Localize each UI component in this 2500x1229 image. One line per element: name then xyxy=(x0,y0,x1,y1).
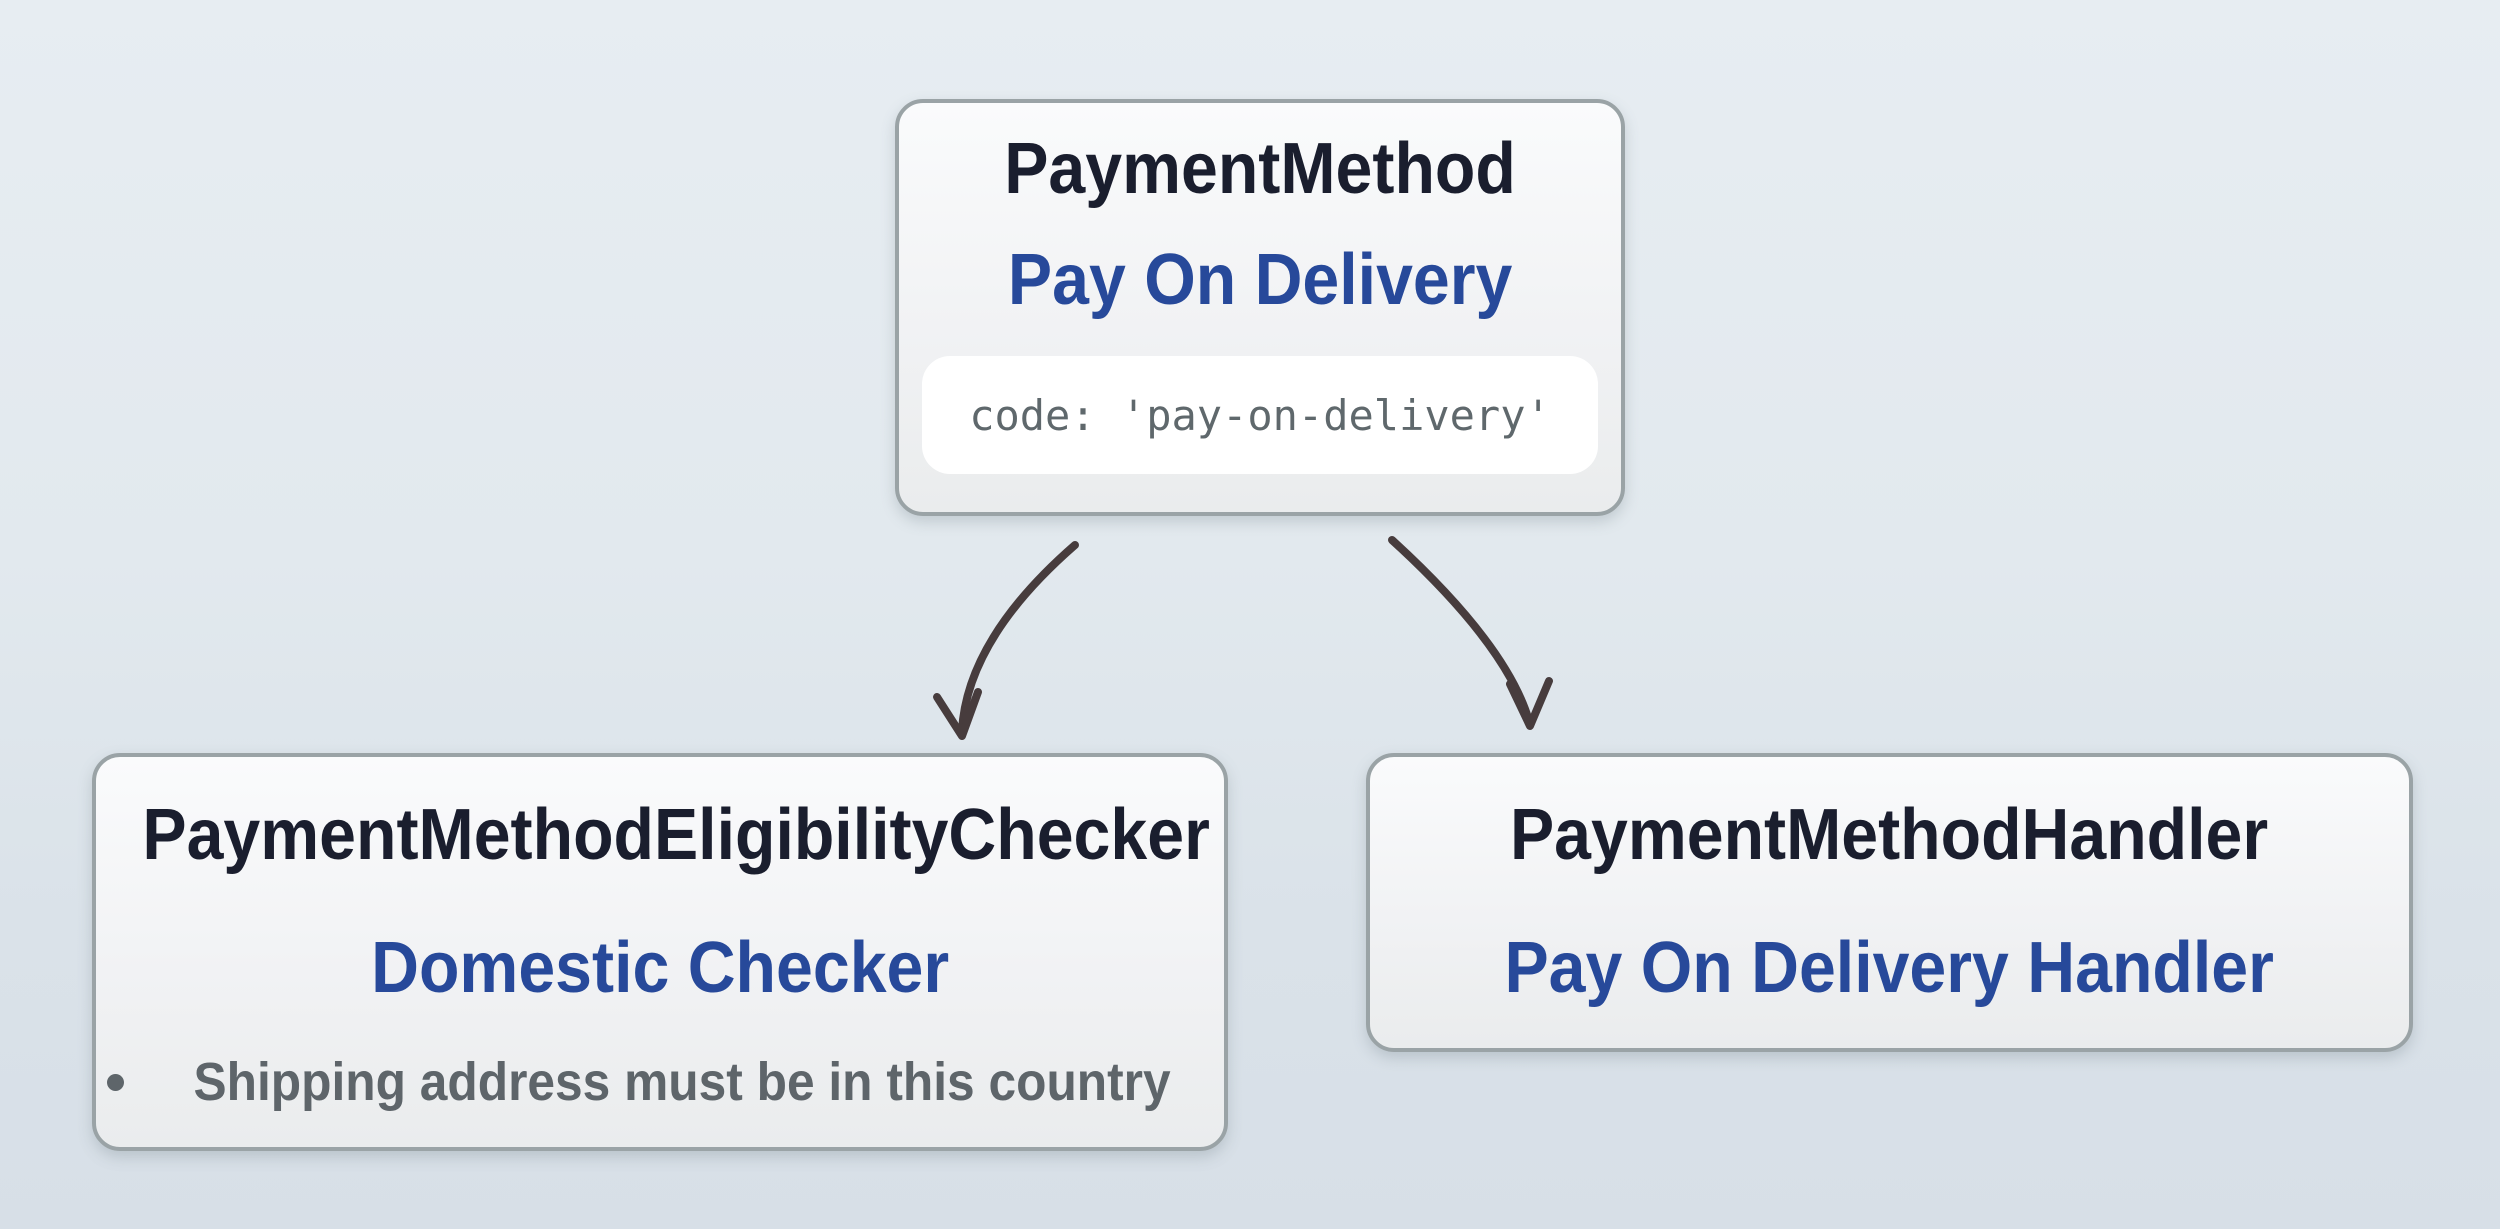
node-title: PaymentMethodHandler xyxy=(1370,799,2409,871)
arrow-shaft xyxy=(1388,536,1533,725)
node-subtitle: Domestic Checker xyxy=(96,932,1224,1004)
bullet-text: Shipping address must be in this country xyxy=(193,1052,1171,1112)
node-subtitle-text: Pay On Delivery xyxy=(1007,240,1513,320)
arrowhead-icon xyxy=(933,688,982,740)
payment-method-node: PaymentMethod Pay On Delivery code: 'pay… xyxy=(895,99,1625,516)
node-title: PaymentMethodEligibilityChecker xyxy=(96,799,1224,871)
arrow-payment-to-handler xyxy=(1388,536,1553,730)
node-title: PaymentMethod xyxy=(899,133,1621,205)
code-pill: code: 'pay-on-delivery' xyxy=(922,356,1598,474)
node-subtitle: Pay On Delivery xyxy=(899,244,1621,316)
bullet-item: Shipping address must be in this country xyxy=(96,1055,1224,1109)
node-subtitle-text: Domestic Checker xyxy=(370,928,950,1008)
arrow-shaft xyxy=(958,541,1079,735)
node-title-text: PaymentMethod xyxy=(1004,129,1516,209)
node-subtitle: Pay On Delivery Handler xyxy=(1370,932,2409,1004)
node-subtitle-text: Pay On Delivery Handler xyxy=(1504,928,2275,1008)
bullet-dot-icon xyxy=(106,1073,124,1091)
node-title-text: PaymentMethodHandler xyxy=(1510,795,2269,875)
handler-node: PaymentMethodHandler Pay On Delivery Han… xyxy=(1366,753,2413,1052)
eligibility-checker-node: PaymentMethodEligibilityChecker Domestic… xyxy=(92,753,1228,1151)
arrow-payment-to-eligibility-checker xyxy=(933,541,1079,740)
node-title-text: PaymentMethodEligibilityChecker xyxy=(142,795,1210,875)
code-text: code: 'pay-on-delivery' xyxy=(969,390,1551,440)
arrowhead-icon xyxy=(1506,677,1553,730)
